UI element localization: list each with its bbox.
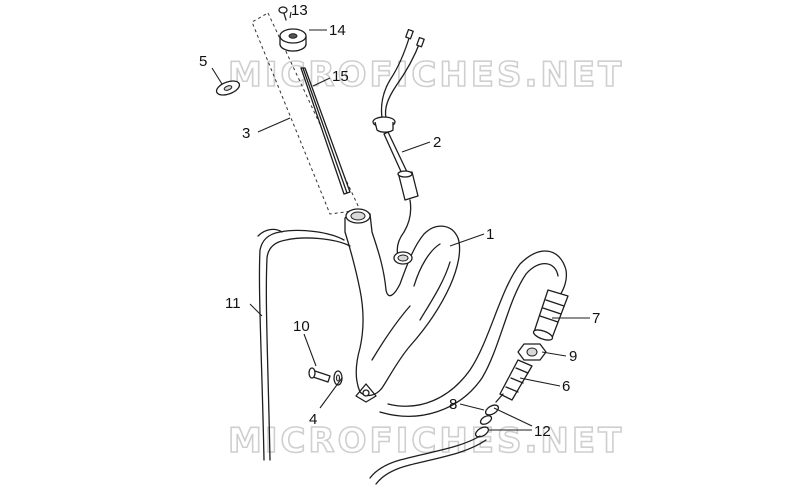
callout-15: 15: [332, 68, 349, 85]
callout-3: 3: [242, 125, 250, 142]
callout-8: 8: [449, 396, 457, 413]
callout-4: 4: [309, 411, 317, 428]
watermark-top: MICROFICHES.NET: [228, 55, 624, 95]
watermark-bottom: MICROFICHES.NET: [228, 421, 624, 461]
callout-5: 5: [199, 53, 207, 70]
small-hose-part: [369, 435, 487, 485]
callout-14: 14: [329, 22, 346, 39]
callout-9: 9: [569, 348, 577, 365]
callout-1: 1: [486, 226, 494, 243]
return-hose-part: [379, 250, 568, 417]
callout-7: 7: [592, 310, 600, 327]
callout-6: 6: [562, 378, 570, 395]
leader-lines: [211, 11, 590, 431]
callout-13: 13: [291, 2, 308, 19]
callout-10: 10: [293, 318, 310, 335]
oil-sensor-part: [372, 28, 425, 257]
cap-part: [279, 28, 307, 52]
screw-part: [278, 6, 288, 21]
fitting-part: [499, 359, 533, 401]
oil-tank-part: [344, 208, 461, 403]
nut-part: [517, 343, 547, 361]
dipstick-rod-part: [300, 67, 351, 195]
callout-11: 11: [225, 295, 241, 312]
washer-part: [215, 80, 241, 96]
callout-labels: 13 14 5 15 3 2 1 11 10 7 9 6 8 4 12: [199, 2, 600, 440]
filter-part: [532, 289, 569, 341]
clamp-part: [474, 393, 504, 438]
bolt-part: [308, 367, 331, 383]
callout-12: 12: [534, 423, 551, 440]
callout-2: 2: [433, 134, 441, 151]
hose-part: [257, 228, 351, 461]
